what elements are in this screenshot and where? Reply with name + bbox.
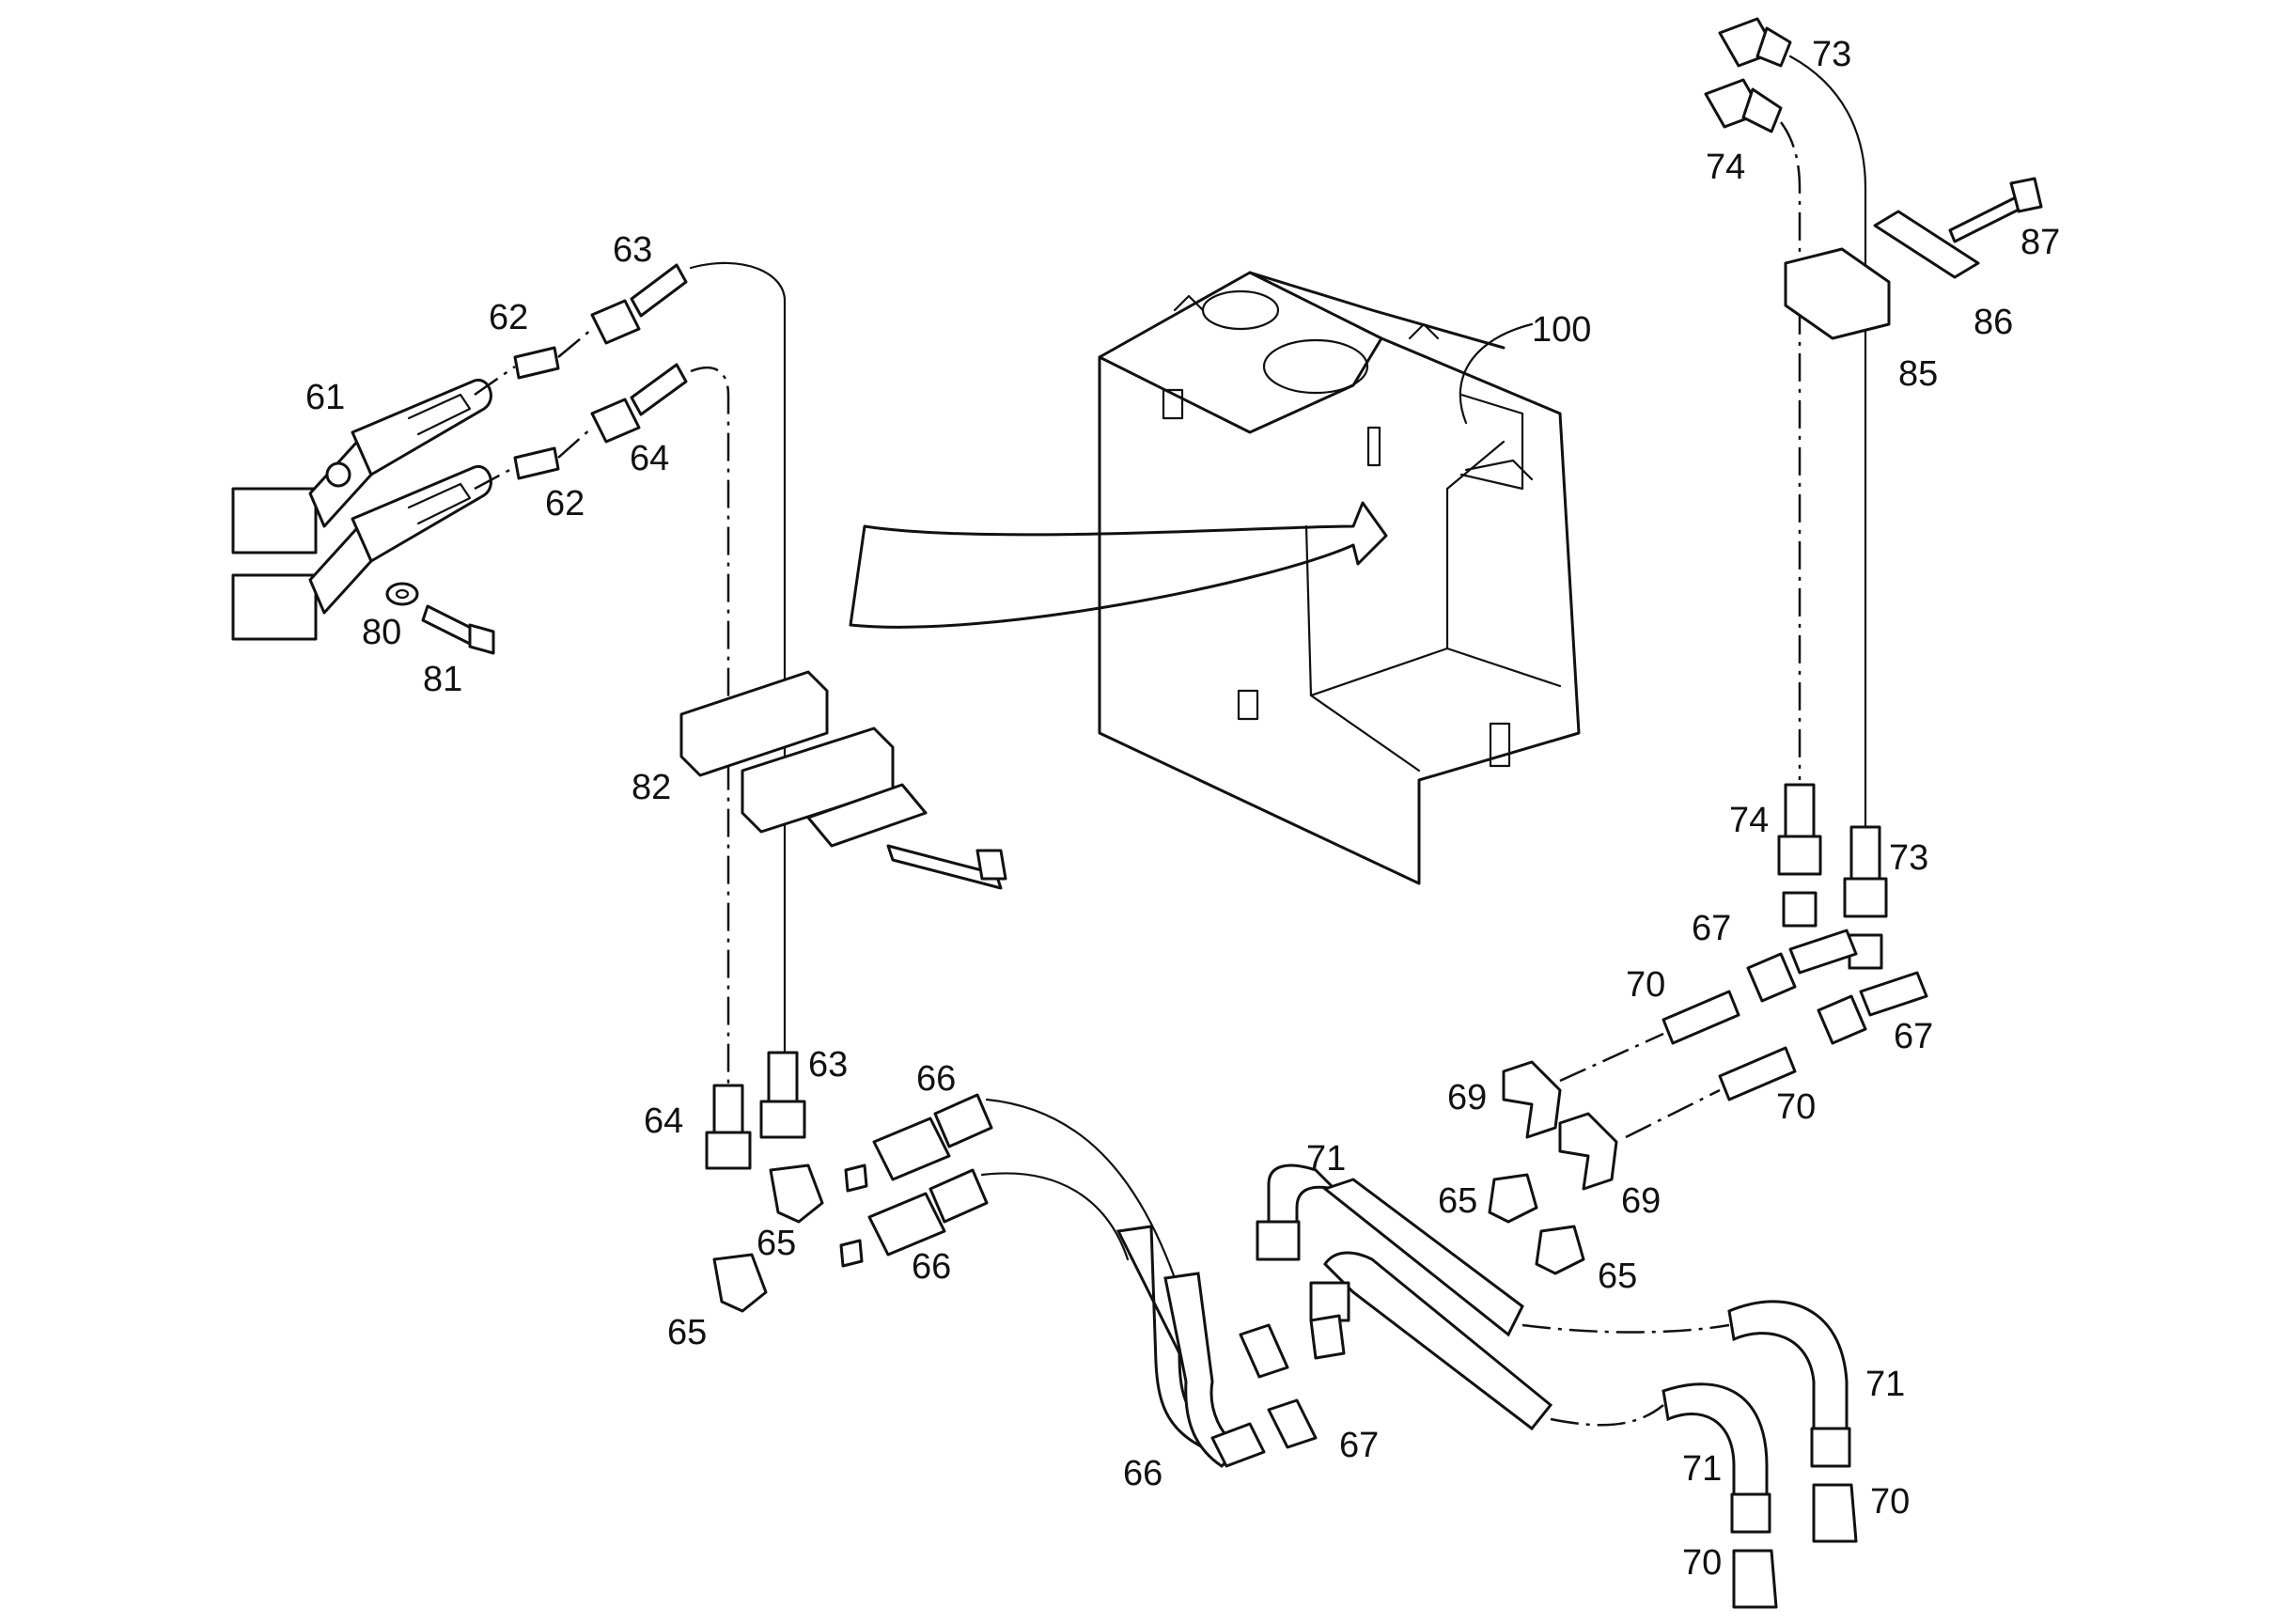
- nipple-62-lower: [513, 446, 560, 480]
- dash-62-lower: [474, 465, 516, 491]
- label-65-left-upper: 65: [757, 1224, 796, 1263]
- dash-63-upper: [557, 328, 593, 358]
- elbow-67-right-lower: [1817, 971, 1928, 1045]
- label-87: 87: [2021, 223, 2060, 262]
- fitting-63-lower: [759, 1051, 806, 1139]
- dash-71-lower: [1550, 1404, 1664, 1427]
- elbow-65-center-lower: [1535, 1225, 1585, 1275]
- solenoid-lower: [231, 464, 492, 641]
- label-73-lower: 73: [1889, 838, 1928, 878]
- label-71-center: 71: [1306, 1139, 1346, 1179]
- label-63-lower: 63: [808, 1045, 848, 1085]
- label-66-lower: 66: [912, 1247, 951, 1287]
- label-64-lower: 64: [644, 1101, 683, 1141]
- label-74-top: 74: [1706, 148, 1745, 187]
- hose-66-lower-line: [980, 1172, 1130, 1261]
- nipple-70-upper: [1662, 990, 1740, 1045]
- bolt-81: [421, 604, 495, 655]
- nut-64-top: [590, 363, 688, 444]
- label-82: 82: [632, 768, 671, 807]
- label-86: 86: [1974, 303, 2013, 342]
- solenoid-upper: [231, 378, 492, 554]
- label-71-right: 71: [1865, 1365, 1905, 1404]
- label-66-bottom: 66: [1123, 1454, 1162, 1493]
- elbow-67-right-upper: [1746, 929, 1858, 1003]
- dash-64-upper: [557, 427, 593, 459]
- hose-66-upper: [844, 1093, 993, 1193]
- nipple-62-upper: [513, 346, 560, 380]
- label-80: 80: [362, 613, 401, 652]
- label-74-lower: 74: [1729, 801, 1769, 840]
- clamp-85: [1784, 247, 1891, 340]
- label-65-center-lower: 65: [1598, 1257, 1637, 1296]
- nipple-70-lower: [1718, 1046, 1797, 1101]
- housing-box: [1098, 271, 1581, 885]
- hose-66-bend: [1116, 1225, 1266, 1468]
- hose-71-center: [1239, 1163, 1553, 1449]
- label-69-left: 69: [1447, 1078, 1487, 1117]
- label-61: 61: [305, 378, 345, 417]
- label-62-upper: 62: [489, 298, 528, 337]
- hose-71-right: [1727, 1300, 1858, 1543]
- tube-74-line: [1779, 121, 1802, 780]
- label-70-bottom: 70: [1682, 1543, 1722, 1583]
- dash-70-upper: [1559, 1032, 1664, 1083]
- label-67-right-lower: 67: [1894, 1017, 1933, 1056]
- tube-64-line: [690, 366, 730, 1090]
- washer-80: [385, 582, 419, 606]
- label-64-upper: 64: [630, 439, 669, 478]
- fitting-74-top: [1704, 78, 1783, 133]
- label-71-lower-right: 71: [1682, 1449, 1722, 1489]
- hose-71-lower-right: [1662, 1382, 1778, 1609]
- dash-62-upper: [474, 365, 516, 397]
- tube-73-line: [1788, 55, 1867, 829]
- label-73-top: 73: [1812, 35, 1851, 74]
- label-70-upper: 70: [1626, 965, 1665, 1005]
- fitting-64-lower: [705, 1084, 752, 1170]
- hose-66-lower: [839, 1168, 989, 1268]
- hose-66-upper-line: [985, 1098, 1177, 1280]
- clamp-82: [679, 670, 1007, 890]
- dash-71-right: [1521, 1323, 1730, 1334]
- label-65-center-upper: 65: [1438, 1181, 1477, 1221]
- bolt-87: [1948, 177, 2043, 243]
- label-70-right: 70: [1870, 1482, 1910, 1522]
- label-100: 100: [1532, 310, 1591, 350]
- label-62-lower: 62: [545, 484, 585, 523]
- label-81: 81: [423, 660, 462, 699]
- fitting-74-lower: [1777, 783, 1822, 928]
- tube-63-line: [689, 261, 787, 1054]
- nut-63-top: [590, 263, 688, 345]
- insertion-arrow: [849, 501, 1388, 629]
- tee-69-left: [1502, 1060, 1562, 1139]
- label-66-upper: 66: [916, 1059, 956, 1099]
- elbow-65-lower: [712, 1253, 768, 1313]
- label-67-bottom: 67: [1339, 1426, 1379, 1465]
- label-85: 85: [1898, 354, 1938, 394]
- dash-70-lower: [1625, 1088, 1721, 1139]
- label-69-right: 69: [1621, 1181, 1661, 1221]
- label-65-left-lower: 65: [667, 1313, 707, 1352]
- fitting-73-top: [1718, 17, 1792, 68]
- callout-labels: 61 62 63 62 64 80 81 82 100 73 74 87 86 …: [305, 35, 2060, 1583]
- label-63-upper: 63: [613, 230, 652, 270]
- label-67-right-upper: 67: [1692, 909, 1731, 948]
- elbow-65-center-upper: [1488, 1173, 1538, 1224]
- plate-86: [1873, 210, 1980, 279]
- elbow-65-upper: [769, 1163, 824, 1224]
- label-70-lower: 70: [1776, 1087, 1816, 1127]
- tee-69-right: [1558, 1112, 1618, 1191]
- leader-100: [1459, 322, 1534, 425]
